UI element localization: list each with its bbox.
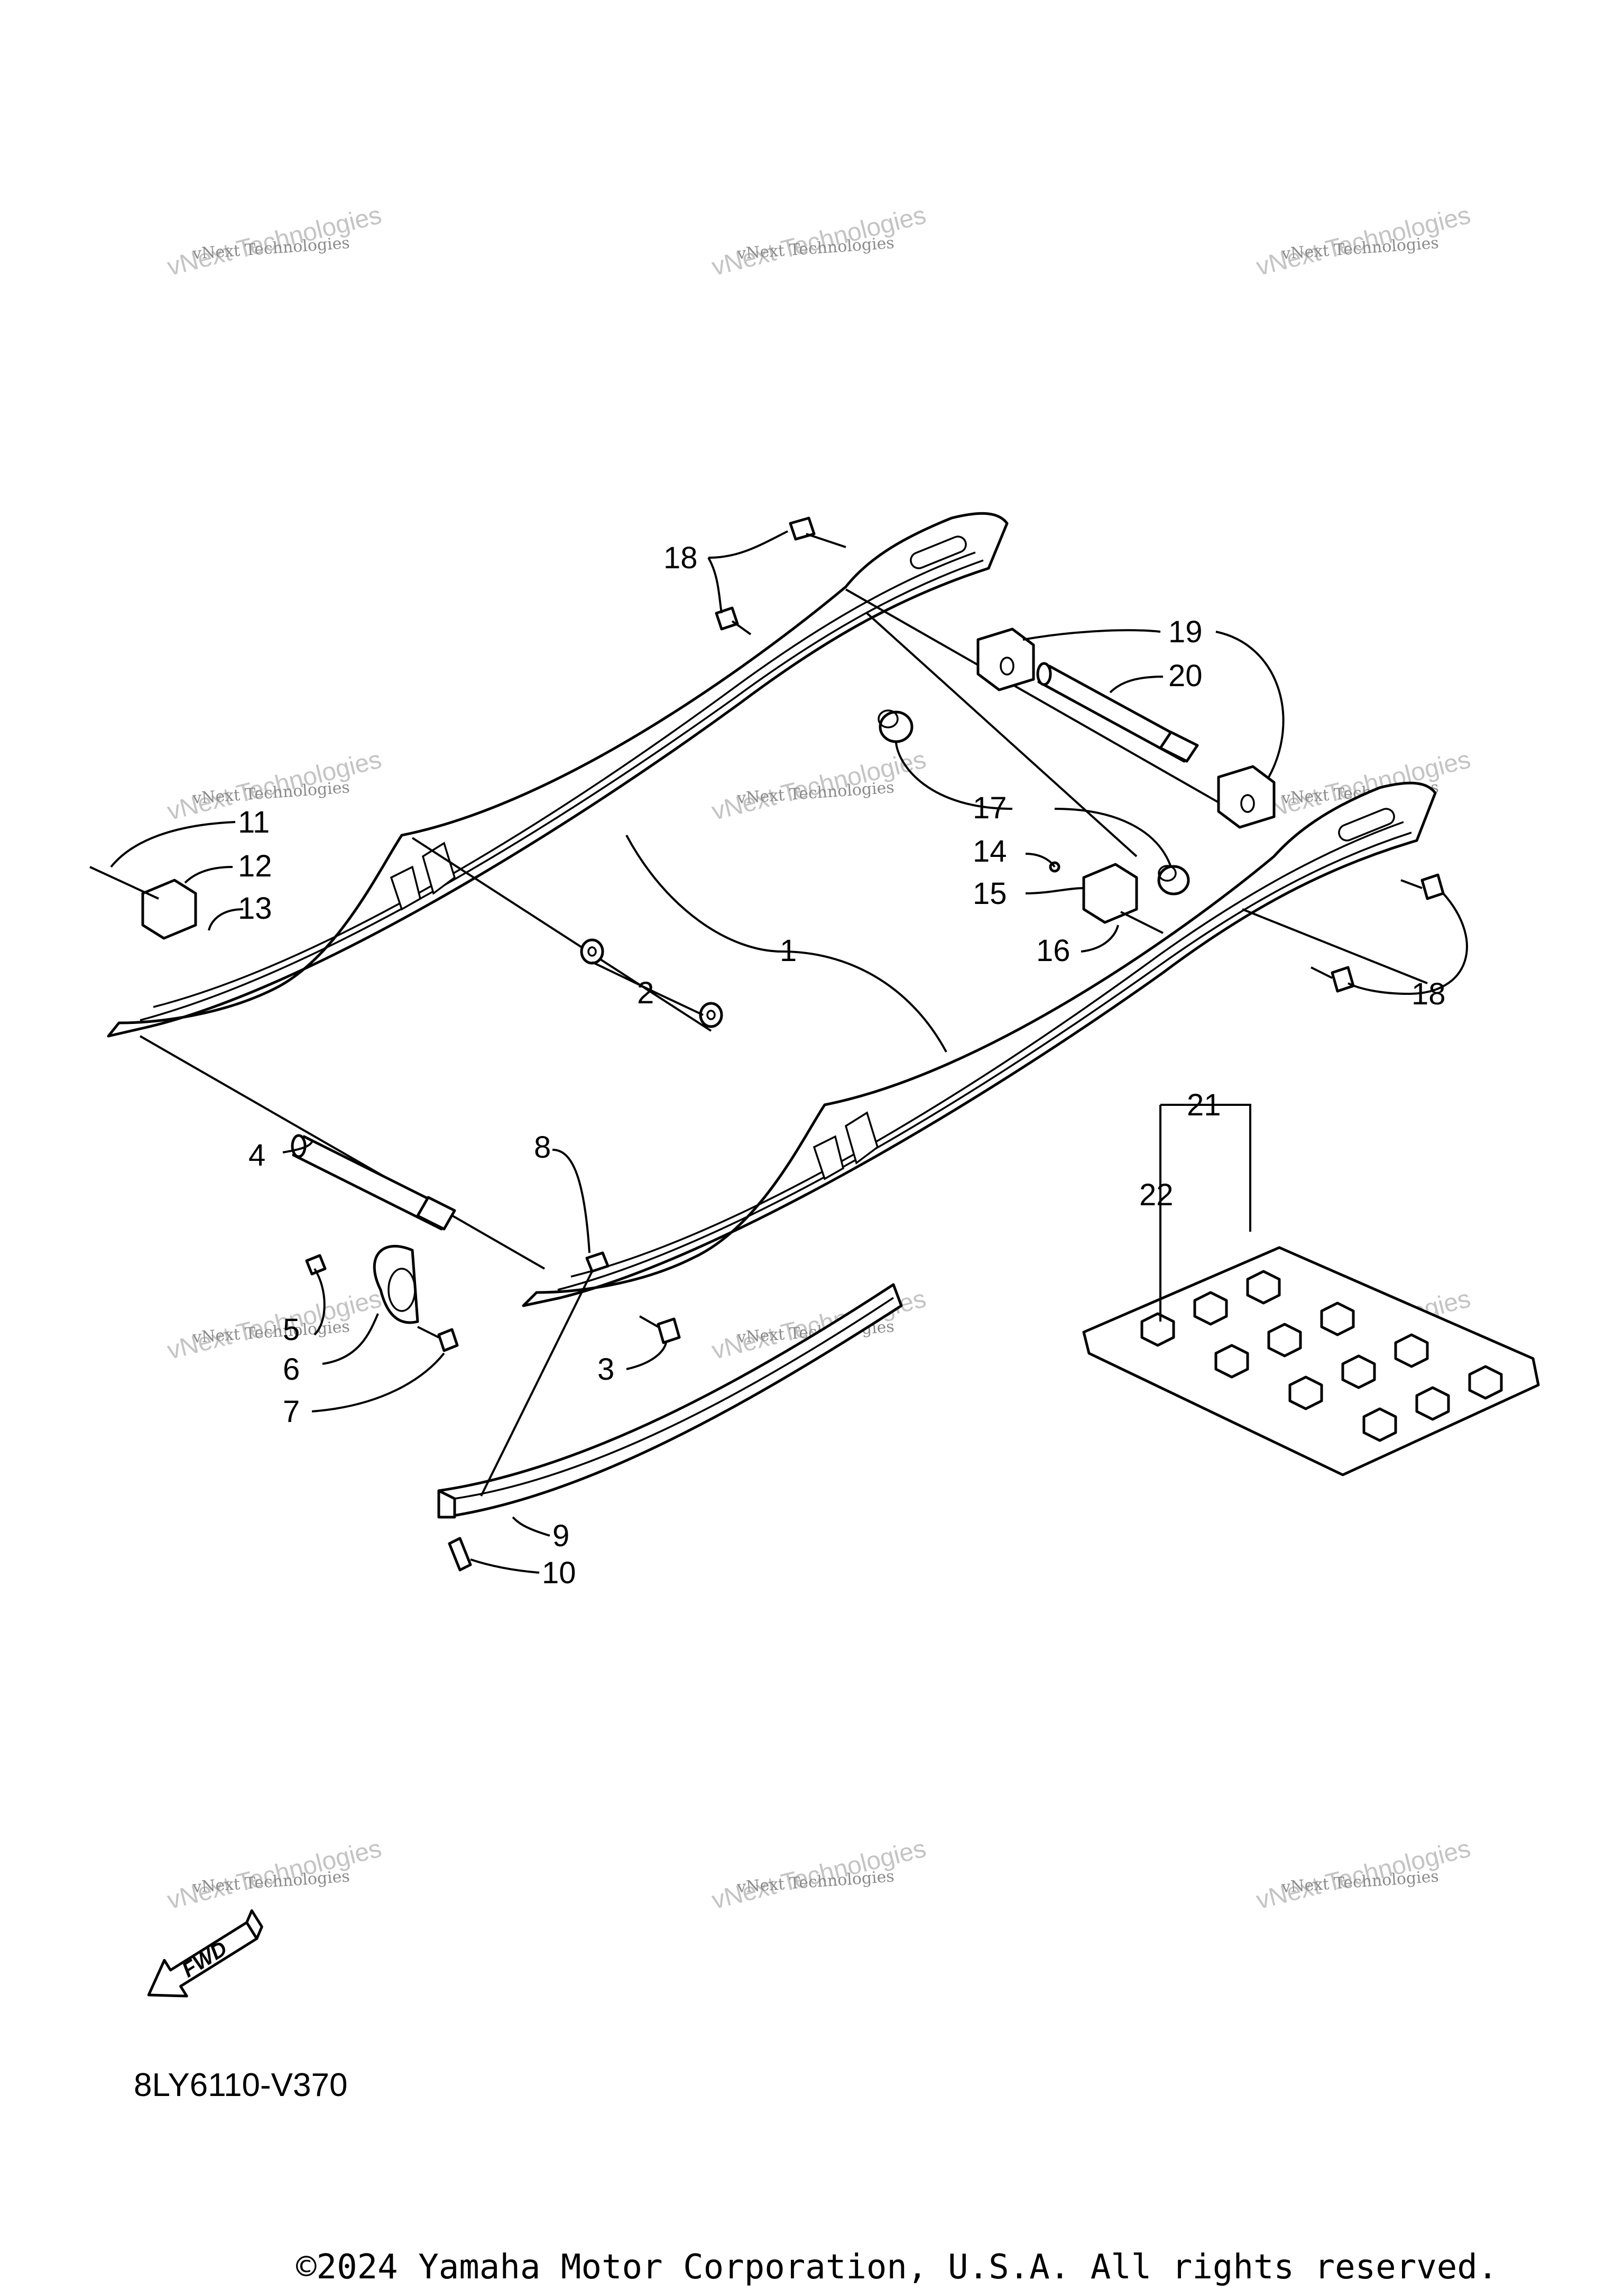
callout-7: 7 <box>283 1395 300 1429</box>
callout-8: 8 <box>534 1130 551 1165</box>
assembly-lines <box>140 588 1428 1270</box>
watermark-11: vNext Technologies vNext Technologies <box>709 1834 929 1915</box>
watermark-4: vNext Technologies vNext Technologies <box>164 745 384 826</box>
callout-1: 1 <box>780 934 797 968</box>
rear-axle-shaft <box>291 1134 456 1231</box>
diagram-code: 8LY6110-V370 <box>134 2067 347 2103</box>
collar-lower <box>1157 865 1190 895</box>
callout-labels: 1 2 3 4 5 6 7 8 9 10 11 12 13 14 15 16 1… <box>238 541 1446 1590</box>
watermark-5: vNext Technologies vNext Technologies <box>709 745 929 826</box>
bolt-7 <box>417 1326 459 1352</box>
callout-5: 5 <box>283 1313 300 1347</box>
watermark-10: vNext Technologies vNext Technologies <box>164 1834 384 1915</box>
callout-3: 3 <box>597 1352 614 1387</box>
bolt-5 <box>305 1254 327 1276</box>
callout-19: 19 <box>1168 615 1203 649</box>
watermark-12: vNext Technologies vNext Technologies <box>1253 1834 1473 1915</box>
callout-14: 14 <box>973 834 1007 869</box>
watermark-2: vNext Technologies vNext Technologies <box>709 201 929 281</box>
track-lugs <box>1140 1270 1503 1442</box>
slider-block-lower <box>1217 765 1276 829</box>
idler-wheel <box>373 1244 419 1324</box>
callout-10: 10 <box>542 1556 576 1590</box>
stopper-bolt <box>1120 911 1164 934</box>
copyright-text: ©2024 Yamaha Motor Corporation, U.S.A. A… <box>296 2248 1498 2287</box>
callout-18-lower: 18 <box>1411 977 1446 1011</box>
bolt-18-a <box>789 516 846 548</box>
leader-lines <box>110 530 1468 1574</box>
watermarks: vNext Technologies vNext Technologies vN… <box>164 201 1473 1915</box>
callout-17: 17 <box>973 791 1007 825</box>
callout-12: 12 <box>238 849 272 883</box>
slide-rail-left <box>107 512 1009 1038</box>
slider-block-upper <box>976 627 1035 691</box>
bolt-18-d <box>1311 966 1355 993</box>
callout-22: 22 <box>1139 1178 1174 1212</box>
fwd-arrow-icon: FWD <box>147 1909 263 1998</box>
callout-21: 21 <box>1187 1088 1221 1122</box>
slide-rail-right <box>522 781 1437 1307</box>
washer-lower <box>699 1002 723 1028</box>
stopper-block <box>1082 863 1138 924</box>
callout-9: 9 <box>552 1519 569 1553</box>
bracket-block <box>89 866 197 940</box>
callout-13: 13 <box>238 891 272 926</box>
callout-16: 16 <box>1036 934 1071 968</box>
callout-4: 4 <box>248 1138 265 1172</box>
bolt-3 <box>639 1315 681 1344</box>
track-belt <box>1082 1246 1540 1476</box>
washer-upper <box>580 938 604 965</box>
callout-20: 20 <box>1168 659 1203 693</box>
screw-10 <box>448 1537 472 1572</box>
cross-shaft <box>1036 662 1199 763</box>
bolt-18-c <box>1400 873 1445 900</box>
callout-11: 11 <box>238 805 270 839</box>
watermark-1: vNext Technologies vNext Technologies <box>164 201 384 281</box>
collar-upper <box>878 709 914 743</box>
callout-18-upper: 18 <box>663 541 698 575</box>
clip-8 <box>585 1251 610 1273</box>
callout-6: 6 <box>283 1352 300 1387</box>
slide-runner <box>437 1283 903 1519</box>
callout-15: 15 <box>973 876 1007 911</box>
watermark-3: vNext Technologies vNext Technologies <box>1253 201 1473 281</box>
callout-2: 2 <box>637 976 654 1010</box>
